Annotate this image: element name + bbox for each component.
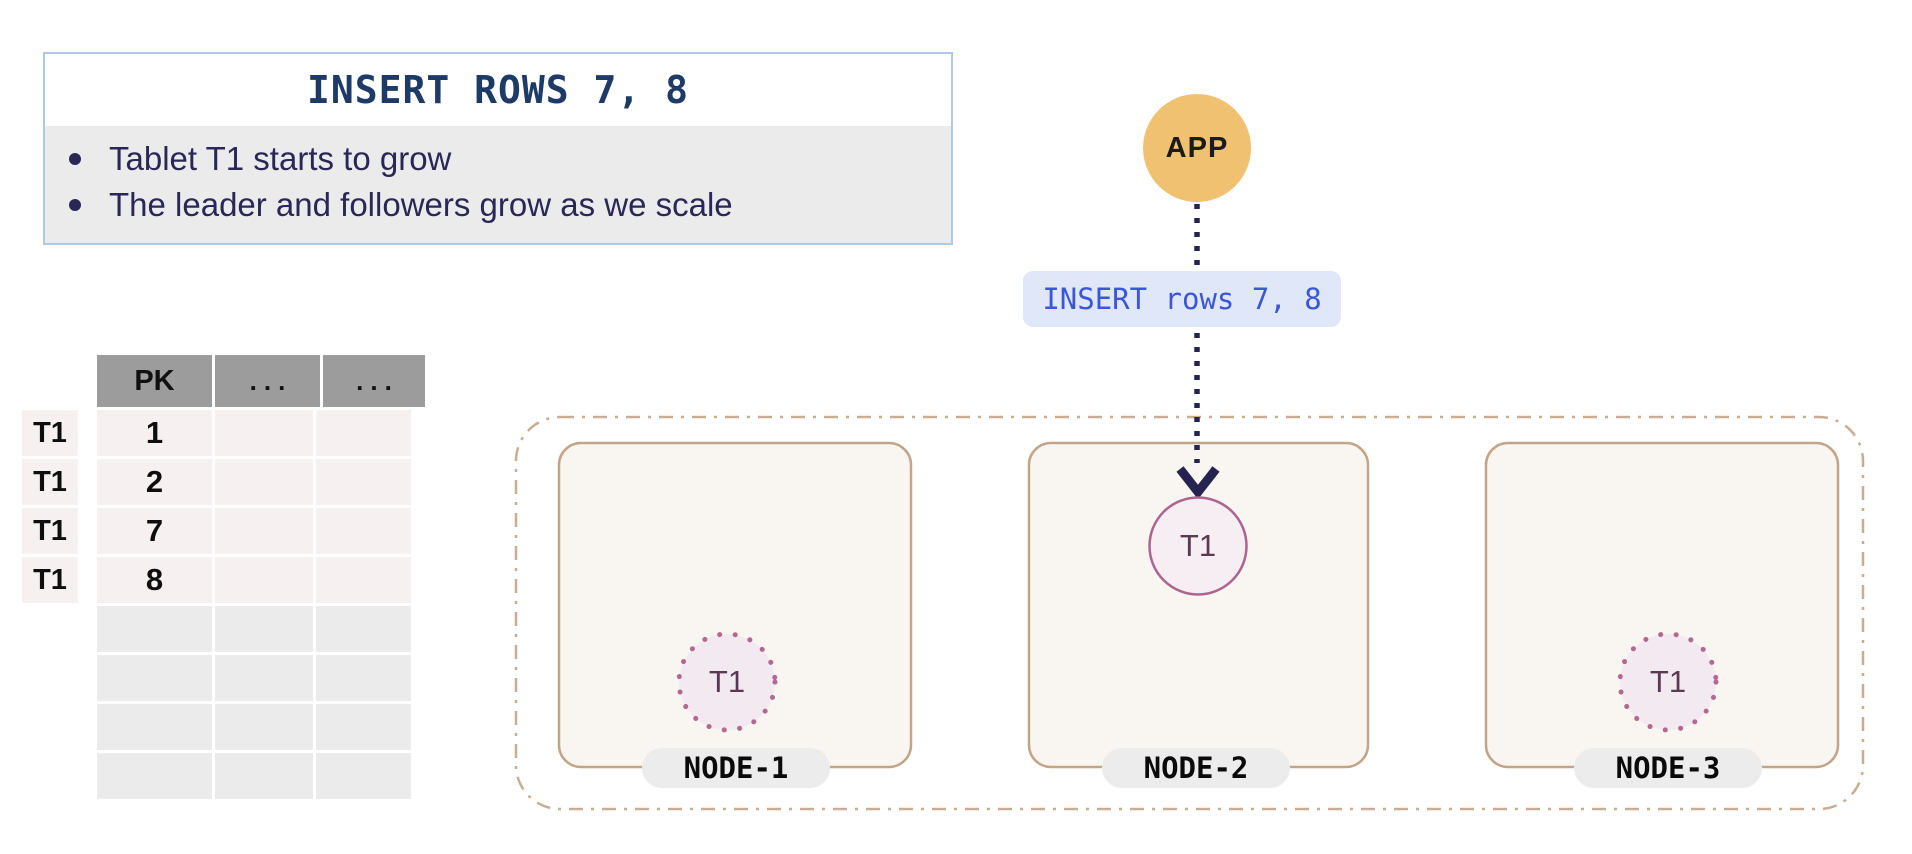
- cell-blank: [316, 410, 411, 456]
- table-row: T1 8: [22, 557, 425, 603]
- node-label: NODE-2: [1143, 751, 1249, 785]
- insert-request-label: INSERT rows 7, 8: [1042, 282, 1322, 316]
- row-tablet-label: T1: [22, 459, 78, 505]
- node-label-pill-2: NODE-2: [1102, 748, 1290, 788]
- node-label-pill-3: NODE-3: [1574, 748, 1762, 788]
- row-tablet-label: [22, 606, 78, 652]
- cell-blank: [215, 704, 313, 750]
- tablet-label-node2: T1: [1179, 528, 1217, 563]
- table-header-row: PK ... ...: [22, 355, 425, 407]
- cluster-boundary: [514, 415, 1865, 811]
- cell-pk: 7: [97, 508, 212, 554]
- arrowhead-icon: [1176, 466, 1220, 500]
- cell-blank: [97, 753, 212, 799]
- node-label: NODE-3: [1615, 751, 1721, 785]
- cell-blank: [215, 753, 313, 799]
- cell-blank: [97, 704, 212, 750]
- cell-pk: 2: [97, 459, 212, 505]
- table-row: T1 7: [22, 508, 425, 554]
- cell-blank: [97, 606, 212, 652]
- cell-blank: [215, 655, 313, 701]
- cell-blank: [97, 655, 212, 701]
- tablet-label-node1: T1: [708, 664, 746, 699]
- cell-blank: [316, 557, 411, 603]
- tablet-follower-circle-node3: [1617, 631, 1719, 733]
- bullet-dot-icon: [69, 199, 81, 211]
- corner-spacer: [22, 355, 78, 407]
- cell-blank: [316, 508, 411, 554]
- cell-blank: [316, 753, 411, 799]
- row-tablet-label: [22, 753, 78, 799]
- tablet-label-node3: T1: [1649, 664, 1687, 699]
- table-row: [22, 606, 425, 652]
- callout-title: INSERT ROWS 7, 8: [306, 68, 690, 112]
- bullet-text: Tablet T1 starts to grow: [109, 140, 452, 177]
- cell-blank: [215, 606, 313, 652]
- tablet-table: PK ... ... T1 1 T1 2 T1 7 T1 8: [22, 355, 425, 802]
- tablet-leader-circle-node2: [1148, 496, 1248, 596]
- app-label: APP: [1165, 131, 1229, 164]
- cell-blank: [215, 459, 313, 505]
- column-header-pk: PK: [97, 355, 212, 407]
- bullet-item: Tablet T1 starts to grow: [45, 136, 951, 182]
- cell-pk: 1: [97, 410, 212, 456]
- table-row: T1 1: [22, 410, 425, 456]
- cell-blank: [215, 410, 313, 456]
- node-label: NODE-1: [683, 751, 789, 785]
- cell-blank: [215, 557, 313, 603]
- row-tablet-label: T1: [22, 557, 78, 603]
- row-tablet-label: T1: [22, 410, 78, 456]
- callout-header: INSERT ROWS 7, 8: [45, 54, 951, 126]
- row-tablet-label: T1: [22, 508, 78, 554]
- cell-blank: [316, 606, 411, 652]
- table-row: T1 2: [22, 459, 425, 505]
- cell-blank: [316, 655, 411, 701]
- row-tablet-label: [22, 655, 78, 701]
- app-circle: APP: [1143, 94, 1251, 202]
- tablet-follower-circle-node1: [676, 631, 778, 733]
- bullet-item: The leader and followers grow as we scal…: [45, 182, 951, 228]
- insert-request-pill: INSERT rows 7, 8: [1023, 271, 1341, 327]
- callout: INSERT ROWS 7, 8 Tablet T1 starts to gro…: [43, 52, 953, 245]
- callout-bullets: Tablet T1 starts to grow The leader and …: [45, 126, 951, 243]
- cell-blank: [215, 508, 313, 554]
- cell-blank: [316, 459, 411, 505]
- column-header-ellipsis-1: ...: [215, 355, 320, 407]
- table-row: [22, 704, 425, 750]
- cell-pk: 8: [97, 557, 212, 603]
- column-header-ellipsis-2: ...: [323, 355, 425, 407]
- node-label-pill-1: NODE-1: [642, 748, 830, 788]
- bullet-text: The leader and followers grow as we scal…: [109, 186, 733, 223]
- row-tablet-label: [22, 704, 78, 750]
- bullet-dot-icon: [69, 153, 81, 165]
- table-row: [22, 655, 425, 701]
- cell-blank: [316, 704, 411, 750]
- table-row: [22, 753, 425, 799]
